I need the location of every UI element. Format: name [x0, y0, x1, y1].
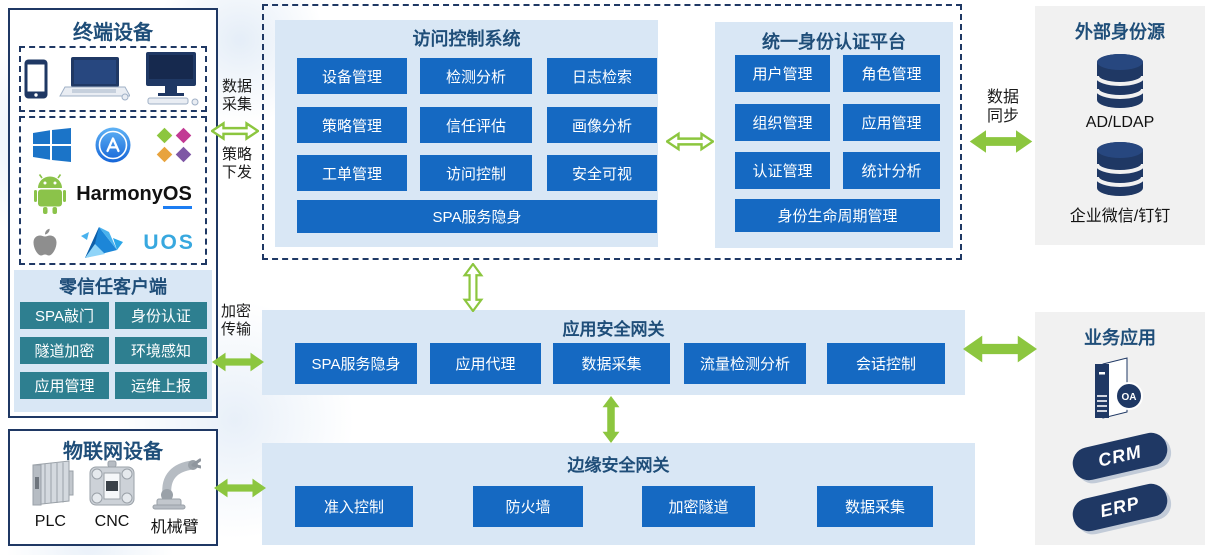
- uos-logo: UOS: [143, 231, 195, 254]
- chip-role-manage: 角色管理: [843, 55, 940, 92]
- chip-identity-auth: 身份认证: [115, 302, 207, 329]
- desktop-icon: [140, 52, 202, 106]
- chip-session-control: 会话控制: [827, 343, 945, 384]
- chip-trust-eval: 信任评估: [420, 107, 532, 143]
- chip-detect-analyze: 检测分析: [420, 58, 532, 94]
- chip-env-sense: 环境感知: [115, 337, 207, 364]
- chip-security-visual: 安全可视: [547, 155, 657, 191]
- deepin-icon: [79, 224, 124, 262]
- chip-spa-stealth-gw: SPA服务隐身: [295, 343, 417, 384]
- identity-platform-panel: 统一身份认证平台 用户管理 角色管理 组织管理 应用管理 认证管理 统计分析 身…: [715, 22, 953, 248]
- chip-app-manage-2: 应用管理: [843, 104, 940, 141]
- device-icons-group: [19, 46, 207, 112]
- control-appgw-link-arrow: [452, 263, 494, 312]
- app-store-icon: [95, 127, 131, 163]
- appgw-business-arrow: [963, 330, 1037, 368]
- terminal-devices-box: 终端设备: [8, 8, 218, 418]
- chip-data-collect-gw: 数据采集: [553, 343, 670, 384]
- crm-plate-icon: CRM: [1069, 429, 1171, 484]
- access-control-title: 访问控制系统: [412, 29, 521, 49]
- laptop-icon: [58, 57, 130, 101]
- iot-label-robot-arm: 机械臂: [150, 519, 199, 536]
- appgw-edgegw-arrow: [594, 396, 628, 443]
- apple-icon: [31, 227, 59, 259]
- chip-traffic-analyze: 流量检测分析: [684, 343, 806, 384]
- chip-app-proxy: 应用代理: [430, 343, 541, 384]
- database-icon: [1093, 140, 1147, 198]
- source-label-adldap: AD/LDAP: [1085, 114, 1155, 131]
- zero-trust-client-title: 零信任客户端: [59, 277, 167, 297]
- chip-admission-control: 准入控制: [295, 486, 413, 527]
- edge-gateway-title: 边缘安全网关: [567, 456, 670, 475]
- business-apps-title: 业务应用: [1084, 328, 1156, 348]
- app-gateway-title: 应用安全网关: [562, 320, 665, 339]
- chip-tunnel-encrypt: 隧道加密: [20, 337, 109, 364]
- chip-ops-report: 运维上报: [115, 372, 207, 399]
- source-label-wechat-dingtalk: 企业微信/钉钉: [1069, 208, 1171, 225]
- server-oa-icon: OA: [1087, 356, 1153, 426]
- iot-edgegw-arrow: [214, 474, 266, 502]
- chip-device-manage: 设备管理: [297, 58, 407, 94]
- chip-app-manage: 应用管理: [20, 372, 109, 399]
- iot-label-plc: PLC: [34, 513, 66, 530]
- chip-org-manage: 组织管理: [735, 104, 830, 141]
- erp-plate-icon: ERP: [1069, 480, 1171, 535]
- identity-platform-title: 统一身份认证平台: [762, 32, 906, 52]
- iot-label-cnc: CNC: [94, 513, 130, 530]
- flow-label-data-collect: 数据采集: [221, 78, 252, 113]
- flow-label-policy-push: 策略下发: [221, 146, 252, 181]
- svg-text:OA: OA: [1122, 392, 1137, 403]
- plc-icon: [25, 457, 75, 511]
- flow-label-data-sync: 数据同步: [986, 89, 1019, 126]
- android-icon: [34, 173, 67, 215]
- harmonyos-logo: HarmonyOS: [76, 182, 192, 209]
- erp-label: ERP: [1098, 492, 1142, 522]
- edge-gateway-panel: 边缘安全网关 准入控制 防火墙 加密隧道 数据采集: [262, 443, 975, 545]
- zero-trust-client-panel: 零信任客户端 SPA敲门 身份认证 隧道加密 环境感知 应用管理 运维上报: [14, 270, 212, 412]
- robot-arm-icon: [149, 457, 201, 511]
- chip-spa-stealth-wide: SPA服务隐身: [297, 200, 657, 233]
- centos-icon: [155, 126, 193, 164]
- external-identity-title: 外部身份源: [1075, 22, 1165, 42]
- chip-stat-analyze: 统计分析: [843, 152, 940, 189]
- chip-policy-manage: 策略管理: [297, 107, 407, 143]
- windows-icon: [33, 128, 71, 162]
- chip-auth-manage: 认证管理: [735, 152, 830, 189]
- business-apps-box: 业务应用 OA CRM ERP: [1035, 312, 1205, 545]
- database-icon: [1093, 52, 1147, 110]
- iot-devices-box: 物联网设备 PLC CNC 机械臂: [8, 429, 218, 546]
- chip-profile-analyze: 画像分析: [547, 107, 657, 143]
- access-control-panel: 访问控制系统 设备管理 检测分析 日志检索 策略管理 信任评估 画像分析 工单管…: [275, 20, 658, 247]
- chip-log-search: 日志检索: [547, 58, 657, 94]
- chip-data-collect-edge: 数据采集: [817, 486, 933, 527]
- encrypted-transfer-arrow: [212, 349, 264, 375]
- chip-firewall: 防火墙: [473, 486, 583, 527]
- chip-spa-knock: SPA敲门: [20, 302, 109, 329]
- chip-identity-lifecycle: 身份生命周期管理: [735, 199, 940, 232]
- crm-label: CRM: [1096, 441, 1144, 471]
- chip-access-control: 访问控制: [420, 155, 532, 191]
- cnc-icon: [86, 457, 138, 511]
- external-identity-box: 外部身份源 AD/LDAP 企业微信/钉钉: [1035, 6, 1205, 245]
- control-identity-link-arrow: [666, 125, 714, 158]
- terminal-devices-title: 终端设备: [73, 22, 153, 44]
- data-sync-arrow: [968, 129, 1034, 154]
- chip-user-manage: 用户管理: [735, 55, 830, 92]
- chip-encrypt-tunnel: 加密隧道: [642, 486, 755, 527]
- app-gateway-panel: 应用安全网关 SPA服务隐身 应用代理 数据采集 流量检测分析 会话控制: [262, 310, 965, 395]
- control-plane-dashed-box: [262, 4, 962, 260]
- os-logos-group: HarmonyOS UOS: [19, 116, 207, 265]
- flow-label-encrypt: 加密传输: [220, 303, 251, 338]
- iot-devices-title: 物联网设备: [63, 441, 163, 463]
- smartphone-icon: [24, 59, 48, 99]
- chip-ticket-manage: 工单管理: [297, 155, 407, 191]
- iot-icons-group: PLC CNC 机械臂: [10, 457, 216, 537]
- data-collect-policy-arrow: [211, 119, 259, 143]
